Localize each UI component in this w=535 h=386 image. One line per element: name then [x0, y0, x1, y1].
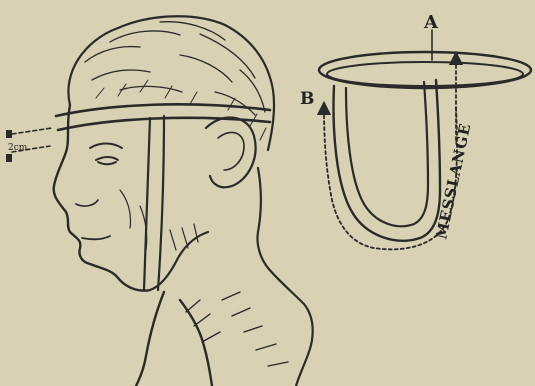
distance-label: 2cm [8, 143, 28, 153]
point-a-label: A [423, 12, 439, 33]
distance-tick-bottom [6, 154, 12, 162]
distance-tick-top [6, 130, 12, 138]
point-b-label: B [300, 89, 314, 109]
